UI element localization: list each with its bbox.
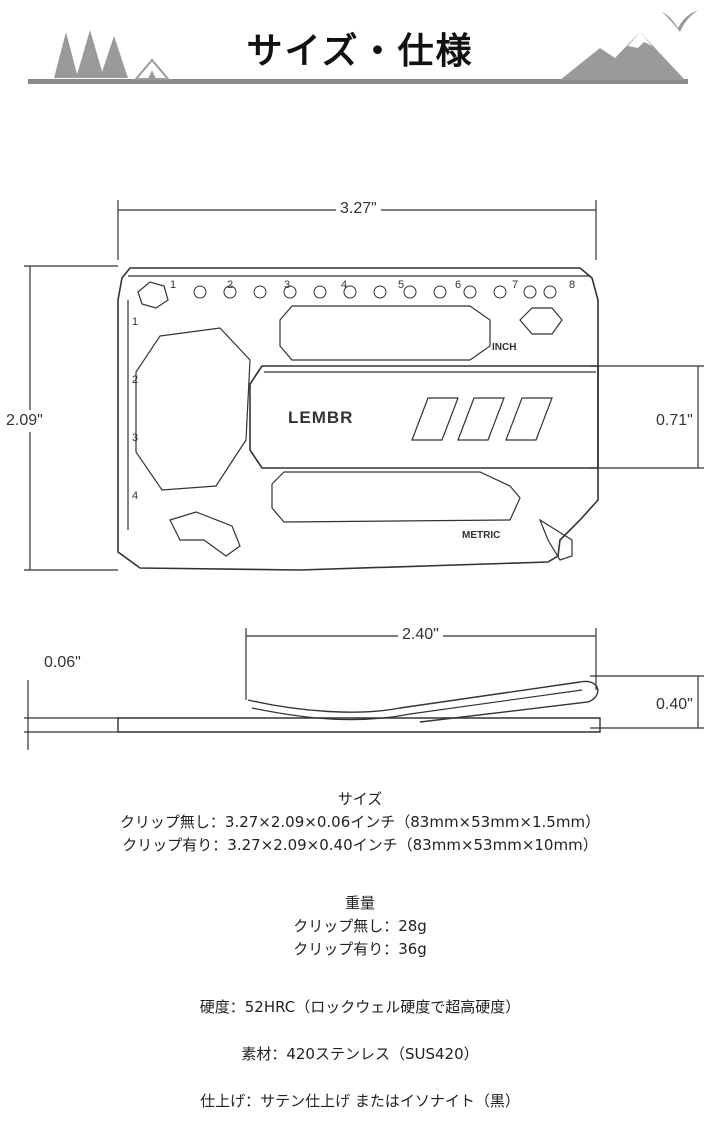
inch-tick-label: 4: [341, 279, 348, 291]
size-without-clip: クリップ無し：3.27×2.09×0.06インチ（83mm×53mm×1.5mm…: [119, 813, 601, 831]
spec-list: サイズ クリップ無し：3.27×2.09×0.06インチ（83mm×53mm×1…: [0, 788, 720, 1113]
mountain-icon: [560, 32, 685, 80]
cm-tick-label: 4: [132, 490, 139, 502]
technical-drawing: [24, 200, 704, 750]
inch-tick-label: 6: [455, 279, 462, 291]
height-dimension-label: 2.09": [6, 410, 43, 432]
inch-tick-label: 7: [512, 279, 519, 291]
header-rule: [28, 79, 688, 84]
ruler-inch-label: INCH: [492, 342, 517, 353]
side-thickness-label: 0.06": [44, 654, 81, 671]
ruler-metric-label: METRIC: [462, 530, 501, 541]
inch-tick-label: 8: [569, 279, 576, 291]
width-dimension-label: 3.27": [336, 200, 381, 218]
weight-heading: 重量: [344, 894, 375, 912]
side-length-label: 2.40": [398, 626, 443, 644]
weight-without-clip: クリップ無し：28g: [293, 917, 427, 935]
inch-tick-label: 5: [398, 279, 405, 291]
cm-tick-label: 1: [132, 316, 139, 328]
size-with-clip: クリップ有り：3.27×2.09×0.40インチ（83mm×53mm×10mm）: [122, 836, 598, 854]
bird-icon: [662, 10, 698, 32]
inch-tick-label: 1: [170, 279, 177, 291]
pine-trees-icon: [54, 30, 128, 78]
side-height-label: 0.40": [656, 694, 693, 716]
finish-spec: 仕上げ：サテン仕上げ またはイソナイト（黒）: [200, 1092, 520, 1110]
weight-with-clip: クリップ有り：36g: [293, 940, 427, 958]
inch-tick-label: 3: [284, 279, 291, 291]
clip-dimension-label: 0.71": [656, 410, 693, 432]
size-heading: サイズ: [337, 790, 383, 808]
cm-tick-label: 3: [132, 432, 139, 444]
cm-tick-label: 2: [132, 374, 139, 386]
tent-icon: [133, 58, 171, 80]
brand-label: LEMBR: [288, 408, 354, 427]
page-title: サイズ・仕様: [246, 31, 474, 72]
hardness-spec: 硬度：52HRC（ロックウェル硬度で超高硬度）: [199, 998, 521, 1016]
material-spec: 素材：420ステンレス（SUS420）: [241, 1045, 479, 1063]
inch-tick-label: 2: [227, 279, 234, 291]
